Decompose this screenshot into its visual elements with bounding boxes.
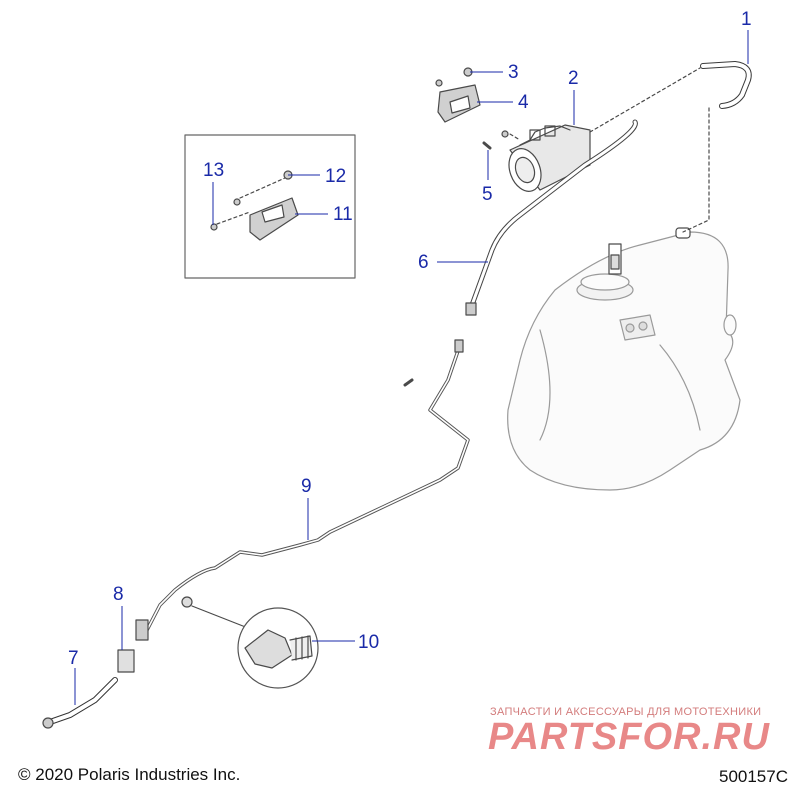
callout-4: 4	[518, 92, 529, 113]
callout-2: 2	[568, 68, 579, 89]
fuel-connector	[135, 619, 149, 641]
clip-small	[181, 596, 193, 608]
bolt	[482, 141, 492, 150]
callout-5: 5	[482, 184, 493, 205]
callouts: 1 2 3 4 5 6 7 8 9 10 11 12 13	[68, 9, 752, 669]
callout-1: 1	[741, 9, 752, 30]
fuel-pump-sender	[608, 243, 622, 275]
callout-6: 6	[418, 252, 429, 273]
callout-13: 13	[203, 160, 224, 181]
callout-9: 9	[301, 476, 312, 497]
vent-hose	[700, 61, 752, 109]
tank-vent-fitting	[675, 227, 691, 239]
callout-7: 7	[68, 648, 79, 669]
callout-8: 8	[113, 584, 124, 605]
evap-canister	[508, 124, 591, 192]
callout-10: 10	[358, 632, 379, 653]
callout-12: 12	[325, 166, 346, 187]
nut-small	[435, 79, 443, 87]
leader-lines	[74, 30, 749, 705]
fuel-tank	[507, 231, 741, 491]
watermark-tagline: ЗАПЧАСТИ И АКСЕССУАРЫ ДЛЯ МОТОТЕХНИКИ	[490, 706, 762, 718]
callout-11: 11	[333, 204, 353, 225]
fuel-hose	[47, 677, 118, 725]
copyright-text: © 2020 Polaris Industries Inc.	[18, 765, 241, 784]
watermark-logo: PARTSFOR.RU	[488, 716, 770, 758]
inset-bolt	[210, 223, 218, 231]
callout-3: 3	[508, 62, 519, 83]
fuel-filter	[117, 649, 135, 673]
diagram-id: 500157C	[718, 767, 788, 786]
inset-box	[184, 134, 356, 279]
